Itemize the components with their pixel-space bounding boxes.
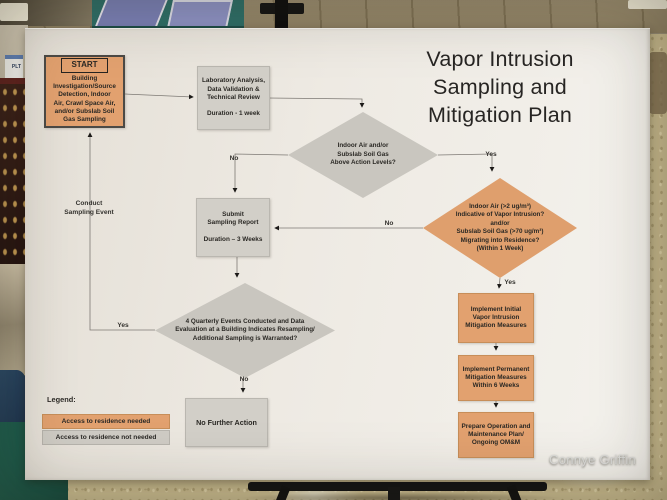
connector-lab-d1 [267, 97, 365, 108]
decision-action-levels: Indoor Air and/or Subslab Soil Gas Above… [288, 112, 438, 198]
label-yes: Yes [485, 151, 497, 158]
label-no: No [229, 155, 239, 162]
decision-quarterly-text: 4 Quarterly Events Conducted and Data Ev… [175, 317, 315, 342]
flow-connectors [87, 93, 502, 408]
wall-right [649, 52, 667, 114]
easel-post-bottom [388, 487, 400, 500]
node-implement-permanent: Implement Permanent Mitigation Measures … [458, 355, 534, 401]
legend-item-access-not-needed: Access to residence not needed [42, 430, 170, 445]
connector-start-lab [124, 93, 194, 100]
node-no-further-action: No Further Action [185, 398, 268, 447]
start-text: Building Investigation/Source Detection,… [53, 74, 116, 124]
decision-action-levels-text: Indoor Air and/or Subslab Soil Gas Above… [330, 142, 396, 167]
node-lab-analysis: Laboratory Analysis, Data Validation & T… [197, 66, 270, 130]
connector-d1-d2 [437, 153, 495, 172]
label-yes: Yes [504, 279, 516, 286]
easel-top-clamp [258, 0, 306, 32]
legend-title: Legend: [47, 395, 76, 404]
easel-shadow [240, 492, 560, 500]
poster-board: Vapor Intrusion Sampling and Mitigation … [25, 28, 650, 480]
decision-vapor-intrusion-text: Indoor Air (>2 ug/m³) Indicative of Vapo… [455, 202, 545, 253]
glossy-floor-left [0, 264, 28, 374]
ceiling-light [628, 0, 667, 9]
easel-post [275, 0, 288, 32]
node-prepare-om: Prepare Operation and Maintenance Plan/ … [458, 412, 534, 458]
wall-sign: PLT [5, 55, 23, 78]
connector-d2-implement [497, 277, 502, 289]
label-yes: Yes [117, 322, 129, 329]
easel-tray [248, 482, 547, 491]
poster-title: Vapor Intrusion Sampling and Mitigation … [426, 47, 574, 127]
label-no: No [239, 376, 249, 383]
photographer-watermark: Connye Griffin [549, 452, 637, 467]
label-conduct-sampling-event: Conduct Sampling Event [64, 200, 114, 216]
label-no: No [384, 220, 394, 227]
decision-quarterly-events: 4 Quarterly Events Conducted and Data Ev… [155, 283, 335, 378]
kiosk-panel [167, 0, 233, 28]
node-submit-report: Submit Sampling Report Duration – 3 Week… [196, 198, 270, 257]
trophy-case [0, 78, 28, 270]
node-implement-initial: Implement Initial Vapor Intrusion Mitiga… [458, 293, 534, 343]
connector-d1-submit [232, 153, 289, 193]
decision-vapor-intrusion: Indoor Air (>2 ug/m³) Indicative of Vapo… [423, 178, 577, 278]
ceiling-light [0, 3, 28, 21]
start-label: START [61, 58, 108, 73]
connector-d3-loop-start [87, 132, 155, 331]
node-start: START Building Investigation/Source Dete… [44, 55, 125, 128]
legend-item-access-needed: Access to residence needed [42, 414, 170, 429]
